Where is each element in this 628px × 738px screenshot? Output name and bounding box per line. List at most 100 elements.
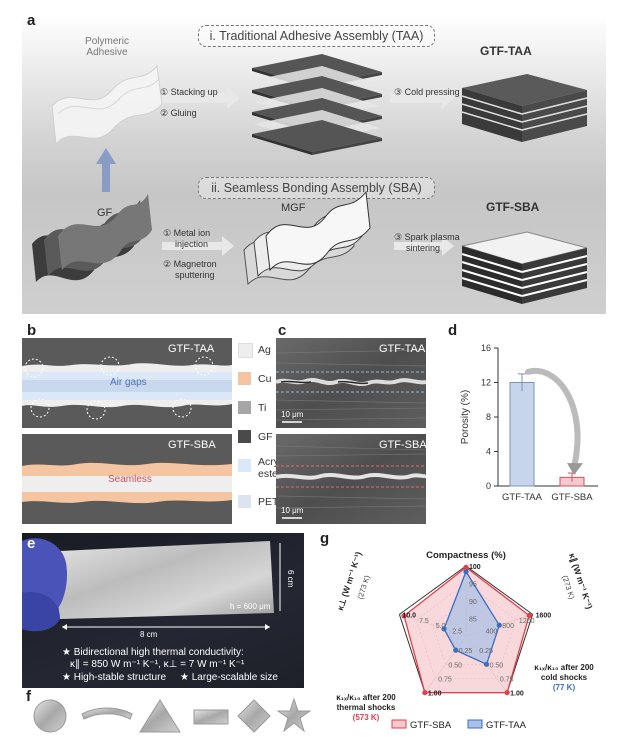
mgf-wavy-sheets	[243, 190, 371, 286]
legend-swatch-gf	[238, 430, 251, 443]
gf-up-arrow	[96, 148, 116, 192]
rectangle-sample	[193, 709, 229, 725]
sba-point-1	[526, 612, 532, 619]
panel-e-graphics	[22, 538, 281, 632]
y-tick-label-0: 0	[486, 481, 491, 491]
axis-label-compactness: Compactness (%)	[426, 550, 506, 561]
gtf-sba-block	[461, 231, 588, 304]
step-magnetron-line2: sputtering	[175, 270, 215, 280]
radar-tick-0-0: 100	[469, 564, 481, 571]
y-tick-label-1: 4	[486, 447, 491, 457]
step-stacking: ① Stacking up	[160, 87, 218, 97]
legend-swatch-cu	[238, 372, 251, 385]
sba-point-4	[401, 613, 407, 619]
step-spark-line2: sintering	[406, 243, 441, 253]
x-tick-label-0: GTF-TAA	[502, 492, 543, 503]
radar-series-gtf-taa	[443, 570, 501, 666]
step-metal-line1: ① Metal ion	[163, 228, 211, 238]
seamless-label: Seamless	[108, 474, 152, 485]
gf-label: GF	[97, 207, 113, 219]
air-gap-markers	[24, 356, 214, 420]
panel-label-d: d	[448, 322, 458, 339]
air-gaps-label: Air gaps	[110, 377, 147, 388]
radar-tick-2-0: 1.00	[510, 691, 524, 698]
axis-label-kperp-temp: (273 K)	[356, 574, 372, 601]
legend-swatch-pet	[238, 495, 251, 508]
radar-tick-0-3: 85	[469, 617, 477, 624]
taa-schematic-label: GTF-TAA	[168, 343, 215, 355]
star-sample	[276, 697, 312, 733]
step-gluing: ② Gluing	[160, 108, 197, 118]
axis-label-kperp: κ⊥ (W m⁻¹ K⁻¹)	[335, 550, 363, 611]
panel-label-g: g	[320, 530, 330, 547]
axis-label-kpar-temp: (273 K)	[560, 574, 576, 601]
panel-label-c: c	[278, 322, 287, 339]
sba-point-2	[504, 690, 510, 696]
y-axis-label: Porosity (%)	[460, 390, 471, 444]
radar-tick-4-1: 7.5	[419, 618, 429, 625]
dim-thickness-label: h = 600 μm	[230, 602, 271, 611]
radar-tick-0-2: 90	[469, 599, 477, 606]
panel-f-shapes	[33, 697, 312, 733]
polymeric-adhesive-label: Polymeric Adhesive	[85, 36, 129, 58]
sem-sba-label: GTF-SBA	[379, 439, 427, 451]
radar-tick-4-3: 2.5	[452, 629, 462, 636]
legend-label-ag: Ag	[258, 344, 271, 356]
legend-label-gf: GF	[258, 431, 273, 443]
radar-tick-0-1: 95	[469, 582, 477, 589]
radar-tick-2-1: 0.75	[500, 676, 514, 683]
radar-tick-3-1: 0.75	[438, 676, 452, 683]
legend-swatch-acrylic	[238, 459, 251, 472]
taa-title: i. Traditional Adhesive Assembly (TAA)	[198, 25, 435, 47]
polymeric-adhesive-sheet	[51, 64, 163, 146]
legend-swatch-sba	[391, 719, 407, 729]
reduction-arrow	[525, 367, 581, 471]
gtf-taa-block	[461, 74, 588, 142]
axis-label-cold-3: (77 K)	[553, 683, 576, 692]
gtf-taa-label: GTF-TAA	[480, 44, 532, 58]
sba-point-3	[422, 690, 428, 696]
radar-tick-3-2: 0.50	[448, 662, 462, 669]
radar-tick-4-0: 10.0	[402, 612, 416, 619]
reduction-arrow-head	[567, 463, 583, 476]
metal-injection-arrow	[162, 236, 234, 256]
stack-arrow	[162, 87, 240, 109]
spark-sintering-arrow	[394, 236, 454, 256]
bullet-structure: ★ High-stable structure	[62, 672, 167, 683]
axis-label-thermal-3: (573 K)	[353, 713, 380, 722]
legend-swatch-ti	[238, 401, 251, 414]
axis-label-thermal-2: thermal shocks	[337, 703, 396, 712]
sba-ag-layer	[22, 476, 232, 492]
bullet-conductivity: ★ Bidirectional high thermal conductivit…	[62, 647, 244, 658]
radar-tick-1-2: 800	[502, 623, 514, 630]
y-tick-label-4: 16	[481, 343, 491, 353]
mgf-label: MGF	[281, 202, 306, 214]
panel-label-e: e	[27, 535, 36, 552]
radar-chart: 100959085160012008004001.000.750.500.251…	[335, 550, 595, 731]
x-tick-label-1: GTF-SBA	[551, 492, 593, 503]
legend-swatch-ag	[238, 343, 253, 358]
axis-label-cold-2: cold shocks	[541, 673, 588, 682]
step-magnetron-line1: ② Magnetron	[163, 259, 217, 269]
sba-title: ii. Seamless Bonding Assembly (SBA)	[198, 177, 435, 199]
y-tick-label-2: 8	[486, 412, 491, 422]
taa-point-3	[453, 647, 459, 653]
dim-width-label: 8 cm	[140, 630, 158, 639]
triangle-sample	[139, 699, 181, 733]
radar-tick-1-0: 1600	[536, 612, 552, 619]
taa-point-4	[441, 626, 447, 632]
legend-label-cu: Cu	[258, 373, 272, 385]
panel-b-schematic	[22, 338, 232, 524]
gf-wavy-sheets	[32, 194, 152, 282]
sem-sba-scale-bar: 10 μm	[281, 506, 304, 515]
bullet-conductivity-values: κ∥ = 850 W m⁻¹ K⁻¹, κ⊥ = 7 W m⁻¹ K⁻¹	[70, 659, 245, 670]
step-cold-pressing: ③ Cold pressing	[394, 87, 460, 97]
gtf-sba-label: GTF-SBA	[486, 200, 540, 214]
panel-label-a: a	[27, 12, 36, 29]
sem-taa-scale-bar: 10 μm	[281, 410, 304, 419]
legend-label-ester: ester	[258, 468, 282, 480]
step-metal-line2: injection	[175, 239, 209, 249]
legend-label-sba: GTF-SBA	[410, 720, 452, 731]
radar-tick-2-3: 0.25	[479, 648, 493, 655]
